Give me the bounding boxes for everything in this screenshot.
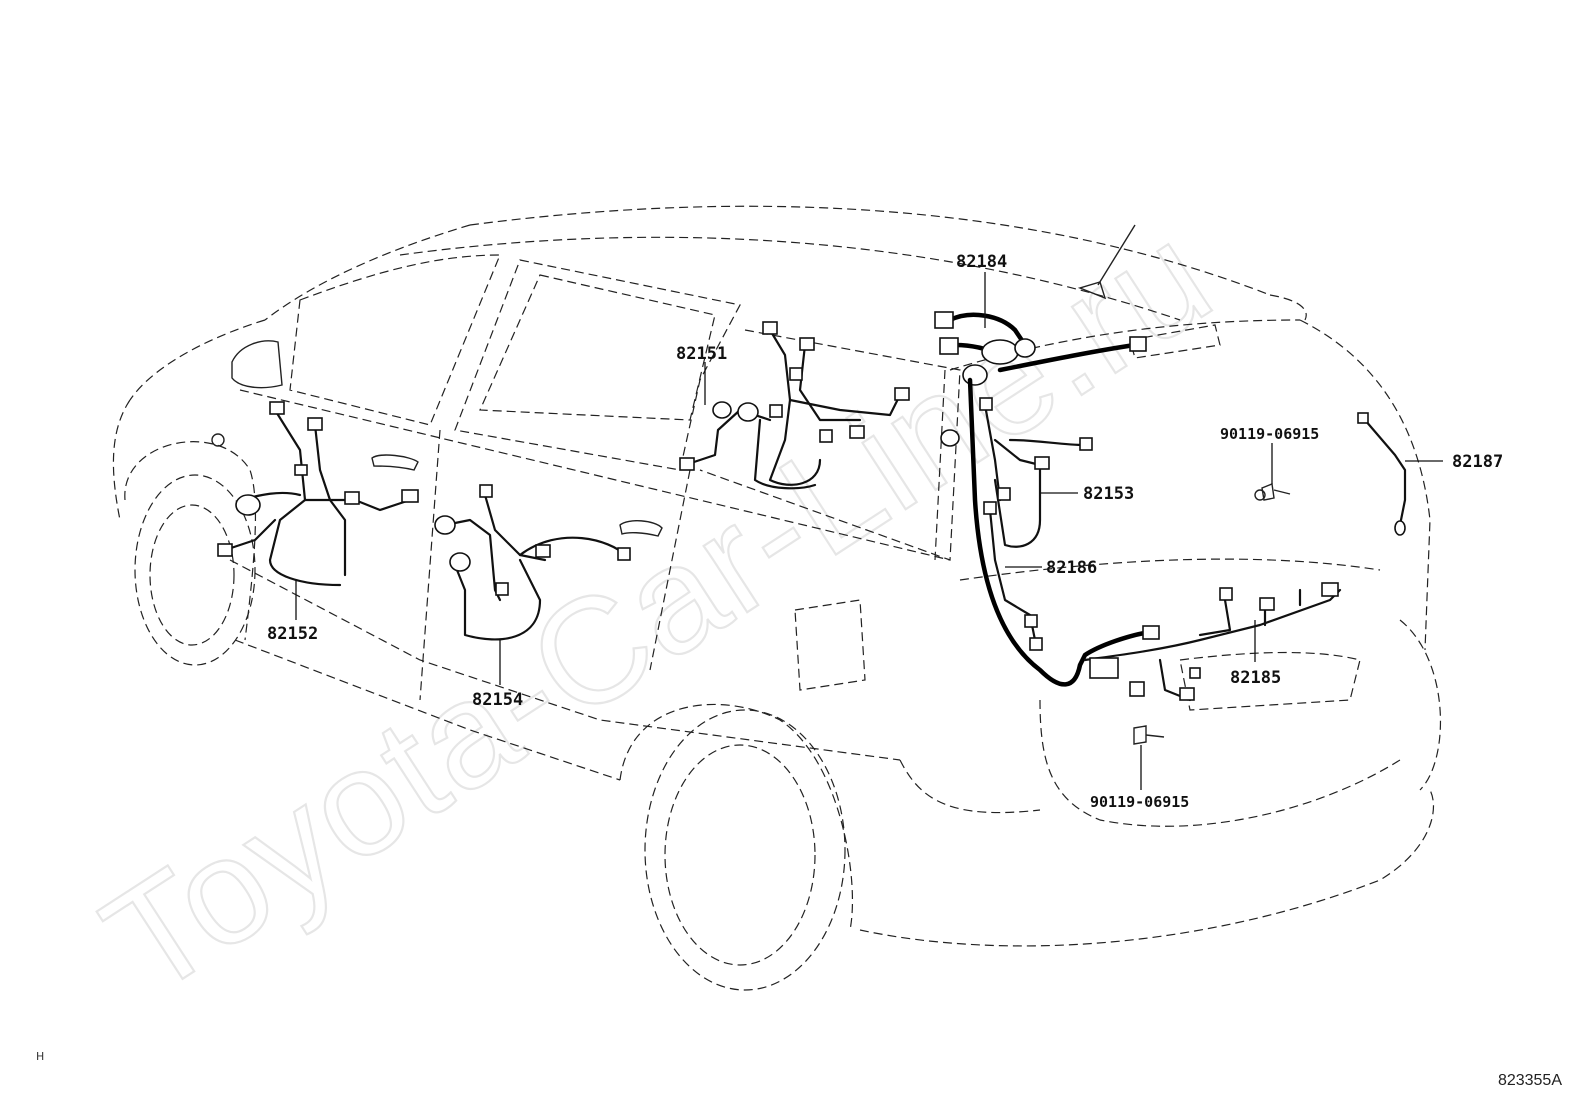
part-label-82154[interactable]: 82154 (472, 690, 523, 710)
bolt-icon-lower[interactable] (1133, 725, 1165, 745)
harness-82184[interactable] (934, 311, 1147, 386)
figure-code: 823355A (1497, 1072, 1562, 1089)
harness-82151[interactable] (679, 321, 910, 490)
part-label-82186[interactable]: 82186 (1046, 558, 1097, 578)
harness-82152[interactable] (217, 401, 419, 587)
part-label-82184[interactable]: 82184 (956, 252, 1007, 272)
bolt-label-lower[interactable]: 90119-06915 (1090, 793, 1189, 811)
part-label-82187[interactable]: 82187 (1452, 452, 1503, 472)
harness-82154[interactable] (434, 484, 631, 641)
part-label-82152[interactable]: 82152 (267, 624, 318, 644)
bolt-label-upper[interactable]: 90119-06915 (1220, 425, 1319, 443)
leader-lines (295, 272, 1443, 790)
part-label-82151[interactable]: 82151 (676, 344, 727, 364)
watermark-text: Toyota-Car-Line.ru (76, 190, 1239, 1027)
footer-left-mark: H (36, 1050, 45, 1063)
bolt-icon-upper[interactable] (1261, 483, 1291, 501)
vehicle-details (211, 224, 1266, 537)
part-label-82153[interactable]: 82153 (1083, 484, 1134, 504)
harness-82185[interactable] (1083, 582, 1342, 702)
part-label-82185[interactable]: 82185 (1230, 668, 1281, 688)
part-labels: 82184 82151 82153 82186 82187 82152 8215… (267, 252, 1503, 811)
harness-82153[interactable] (940, 397, 1093, 548)
vehicle-body-outline (112, 205, 1441, 991)
harness-82187[interactable] (1357, 412, 1407, 536)
harness-82186[interactable] (967, 377, 1160, 687)
